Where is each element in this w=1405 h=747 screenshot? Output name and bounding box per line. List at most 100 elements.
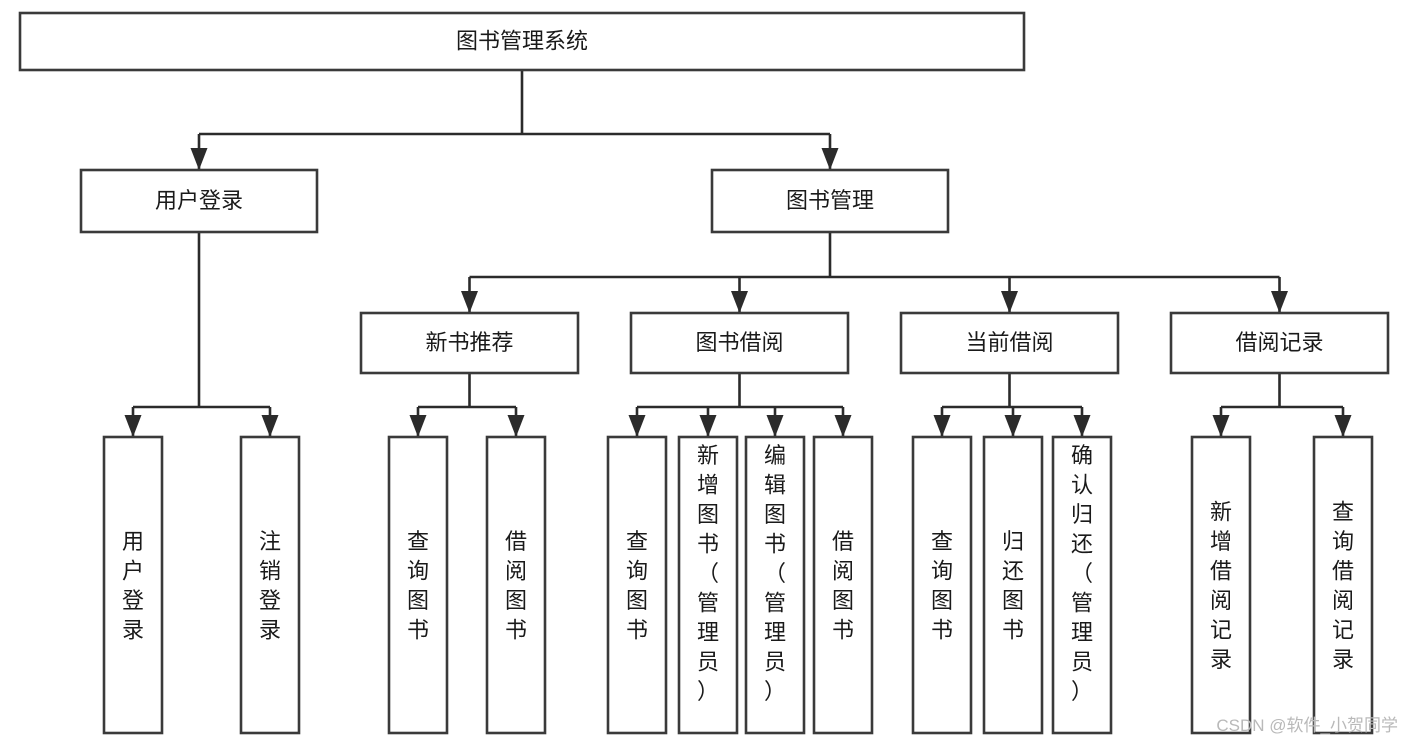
node-box-leaf-borrow-book-rec[interactable] — [485, 435, 547, 735]
label-char: 归 — [1002, 529, 1024, 554]
label-char: 新 — [1210, 500, 1232, 525]
arrow-head-icon-leaf-confirm-return — [1073, 415, 1091, 437]
label-char: （ — [764, 561, 786, 586]
label-char: 询 — [1332, 529, 1354, 554]
label-char: 员 — [697, 650, 719, 675]
node-box-book-borrow[interactable] — [629, 311, 850, 375]
label-char: ） — [764, 679, 786, 704]
node-box-leaf-borrow-book[interactable] — [812, 435, 874, 735]
node-labels-group: 图书管理系统用户登录图书管理新书推荐图书借阅当前借阅借阅记录用户登录注销登录查询… — [122, 28, 1354, 704]
label-char: 书 — [1002, 618, 1024, 643]
arrow-head-icon-leaf-query-book-borrow — [628, 415, 646, 437]
label-char: 理 — [697, 620, 719, 645]
label-char: 借 — [505, 529, 527, 554]
label-char: 查 — [931, 529, 953, 554]
label-char: 注 — [259, 529, 281, 554]
label-char: 认 — [1071, 473, 1093, 498]
node-box-leaf-query-book-current[interactable] — [911, 435, 973, 735]
csdn-watermark: CSDN @软件_小贺同学 — [1216, 716, 1398, 735]
label-char: 借 — [832, 529, 854, 554]
node-box-leaf-confirm-return[interactable] — [1051, 435, 1113, 735]
label-char: 确 — [1071, 443, 1093, 468]
label-char: 记 — [1210, 618, 1232, 643]
label-char: 图 — [1002, 588, 1024, 613]
label-char: 书 — [697, 532, 719, 557]
label-char: （ — [1071, 561, 1093, 586]
label-char: 借 — [1332, 559, 1354, 584]
label-char: 管 — [697, 591, 719, 616]
label-char: 录 — [1210, 647, 1232, 672]
label-char: 图 — [626, 588, 648, 613]
label-char: 询 — [407, 559, 429, 584]
label-char: （ — [697, 561, 719, 586]
label-char: 借 — [1210, 559, 1232, 584]
label-char: 书 — [505, 618, 527, 643]
label-char: 员 — [1071, 650, 1093, 675]
label-char: 理 — [1071, 620, 1093, 645]
node-box-leaf-logout[interactable] — [239, 435, 301, 735]
arrow-head-icon-leaf-add-book — [699, 415, 717, 437]
node-box-leaf-query-borrow-record[interactable] — [1312, 435, 1374, 735]
label-char: ） — [697, 679, 719, 704]
label-char: 查 — [1332, 500, 1354, 525]
label-char: 询 — [626, 559, 648, 584]
label-char: 新 — [697, 443, 719, 468]
label-char: 登 — [259, 588, 281, 613]
node-label-user-login: 用户登录 — [155, 188, 243, 213]
node-box-leaf-user-login[interactable] — [102, 435, 164, 735]
label-char: 书 — [626, 618, 648, 643]
node-box-root[interactable] — [18, 11, 1026, 72]
node-label-root: 图书管理系统 — [456, 28, 588, 53]
node-box-book-management[interactable] — [710, 168, 950, 234]
node-label-book-management: 图书管理 — [786, 188, 874, 213]
node-label-borrow-record: 借阅记录 — [1235, 330, 1323, 355]
label-char: 管 — [764, 591, 786, 616]
label-char: 书 — [832, 618, 854, 643]
label-char: 图 — [764, 502, 786, 527]
label-char: 查 — [407, 529, 429, 554]
label-char: 还 — [1071, 532, 1093, 557]
arrow-head-icon-borrow-record — [1271, 291, 1288, 313]
node-box-leaf-query-book-borrow[interactable] — [606, 435, 668, 735]
label-char: 户 — [122, 559, 144, 584]
label-char: 图 — [832, 588, 854, 613]
label-char: 管 — [1071, 591, 1093, 616]
node-box-leaf-return-book[interactable] — [982, 435, 1044, 735]
node-box-user-login[interactable] — [79, 168, 319, 234]
node-box-leaf-add-book[interactable] — [677, 435, 739, 735]
arrow-head-icon-leaf-user-login — [124, 415, 142, 437]
label-char: ） — [1071, 679, 1093, 704]
arrow-head-icon-book-management — [821, 148, 839, 170]
arrow-head-icon-leaf-query-book-current — [933, 415, 951, 437]
arrow-head-icon-new-book-recommend — [461, 291, 478, 313]
label-char: 图 — [697, 502, 719, 527]
node-label-book-borrow: 图书借阅 — [695, 330, 783, 355]
node-box-borrow-record[interactable] — [1169, 311, 1390, 375]
node-box-leaf-add-borrow-record[interactable] — [1190, 435, 1252, 735]
label-char: 阅 — [1332, 588, 1354, 613]
arrow-head-icon-leaf-add-borrow-record — [1212, 415, 1230, 437]
label-char: 登 — [122, 588, 144, 613]
label-char: 还 — [1002, 559, 1024, 584]
label-char: 销 — [259, 559, 281, 584]
label-char: 用 — [122, 529, 144, 554]
arrow-head-icon-leaf-query-borrow-record — [1334, 415, 1352, 437]
label-char: 归 — [1071, 502, 1093, 527]
arrow-head-icon-leaf-edit-book — [766, 415, 784, 437]
label-char: 书 — [931, 618, 953, 643]
node-box-current-borrow[interactable] — [899, 311, 1120, 375]
node-box-leaf-edit-book[interactable] — [744, 435, 806, 735]
node-box-leaf-query-book-rec[interactable] — [387, 435, 449, 735]
label-char: 编 — [764, 443, 786, 468]
node-label-current-borrow: 当前借阅 — [965, 330, 1053, 355]
node-box-new-book-recommend[interactable] — [359, 311, 580, 375]
